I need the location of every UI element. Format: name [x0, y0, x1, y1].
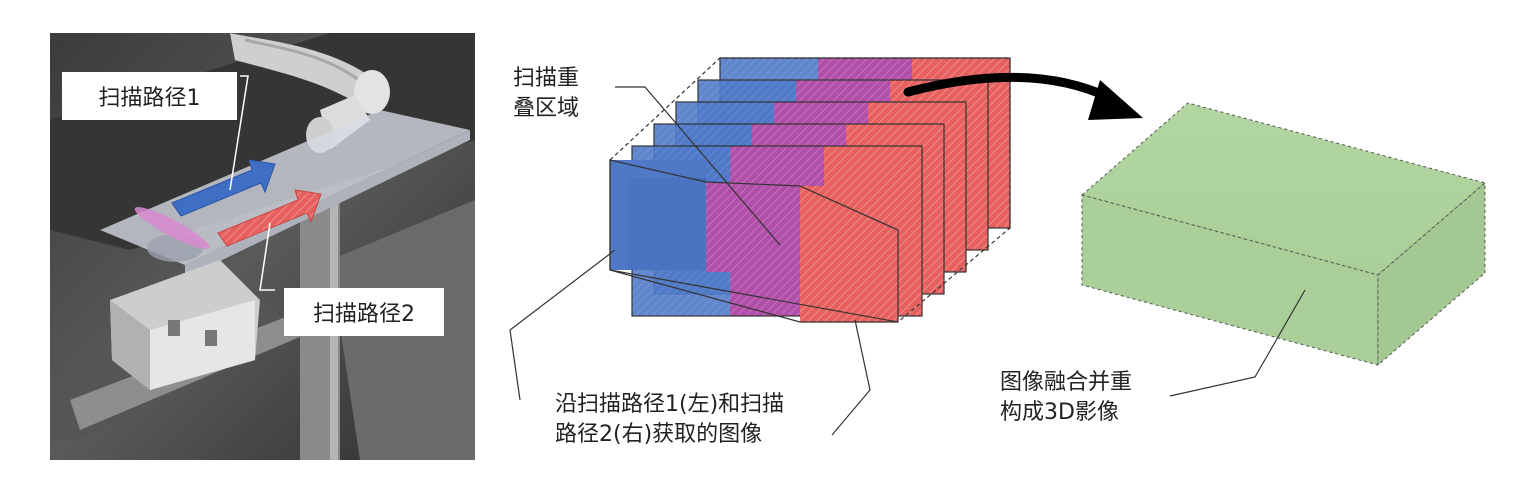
- caption-leader-left: [509, 249, 616, 401]
- photo-tray: [100, 110, 470, 265]
- scan-path-1-arrow: [171, 159, 276, 217]
- volume-outline: [609, 57, 1011, 323]
- slice-front: [609, 159, 899, 323]
- result-label-line-2: 构成3D影像: [1000, 400, 1119, 425]
- box-leader: [1169, 289, 1306, 397]
- box-side: [1377, 181, 1486, 367]
- path-1-leader: [229, 75, 249, 191]
- path-2-label: 扫描路径2: [284, 288, 444, 336]
- scan-path-2-arrow: [217, 189, 322, 247]
- overlap-leader: [615, 86, 781, 246]
- path-1-label: 扫描路径1: [62, 72, 237, 120]
- reconstructed-3d-box: [1080, 102, 1487, 397]
- flow-arrow: [903, 72, 1143, 120]
- caption-leader-right: [831, 319, 871, 436]
- photo-focus-mark: [134, 207, 210, 249]
- scanner-photo: [50, 33, 475, 460]
- photo-tube: [230, 33, 375, 105]
- caption-line-1: 沿扫描路径1(左)和扫描: [555, 392, 785, 417]
- path-2-leader: [259, 222, 275, 291]
- caption-line-2: 路径2(右)获取的图像: [555, 422, 763, 447]
- result-label-line-1: 图像融合并重: [1000, 370, 1133, 395]
- overlap-label-line-2: 叠区域: [513, 96, 580, 121]
- image-slices: [509, 57, 1011, 436]
- overlap-label-line-1: 扫描重: [513, 66, 580, 91]
